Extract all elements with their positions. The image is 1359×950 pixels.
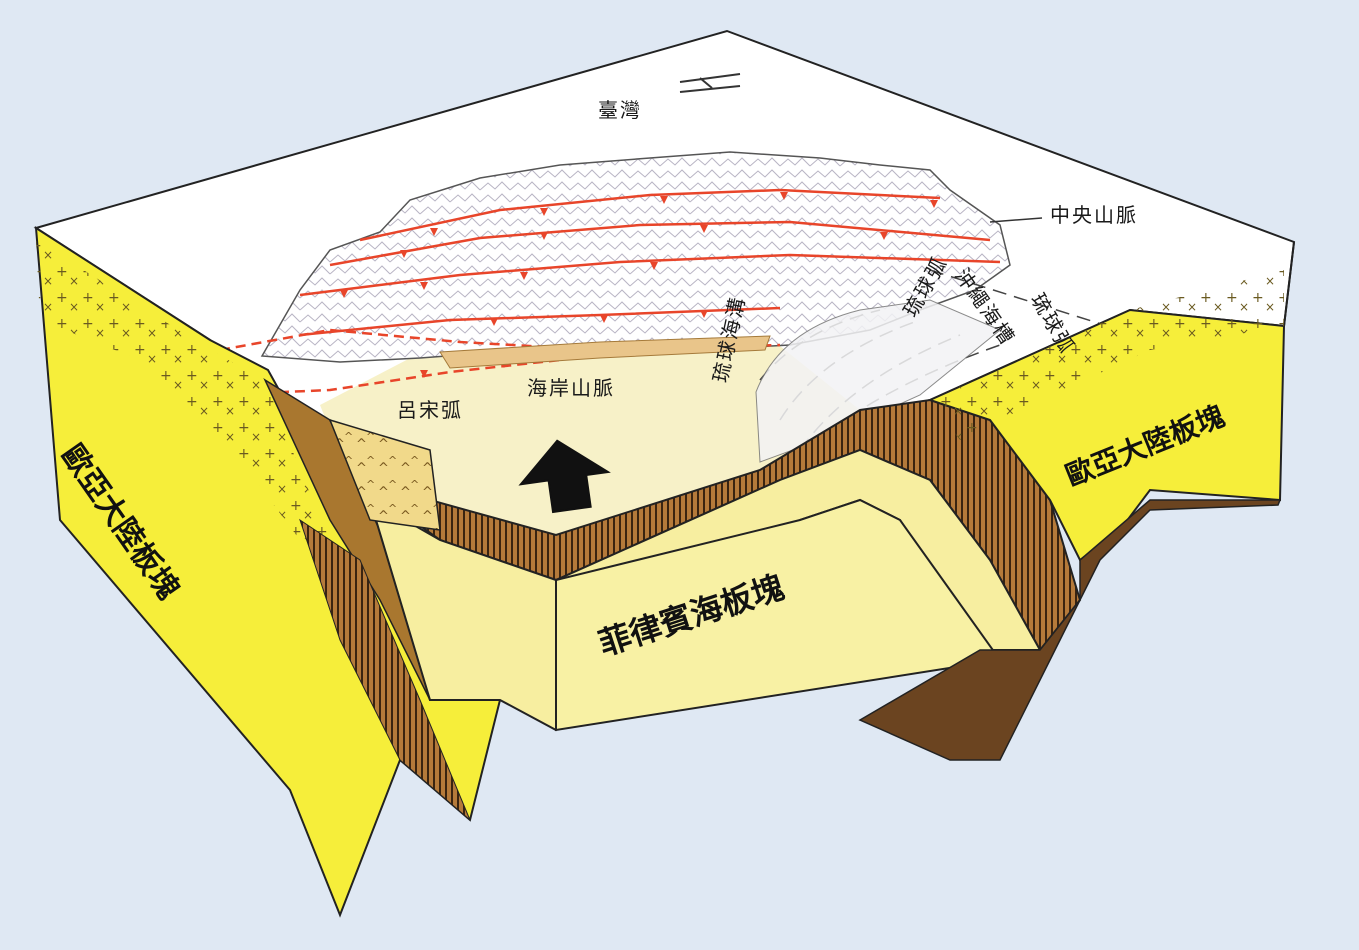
left-crust-hatched: [36, 240, 330, 540]
label-coastal-range: 海岸山脈: [527, 376, 615, 400]
central-range-leader: [989, 217, 1043, 223]
right-crust-hatched: [930, 270, 1284, 440]
volcanic-wedge: [328, 418, 441, 531]
right-lower-edge: [858, 499, 1282, 761]
philippine-plate-side: [555, 498, 1002, 732]
thick-up-arrow-icon: [518, 439, 611, 514]
ryukyu-arc-body: [755, 299, 1001, 463]
label-luzon-arc: 呂宋弧: [397, 398, 463, 422]
left-lower-hatch: [299, 518, 471, 821]
label-taiwan: 臺灣: [598, 98, 642, 122]
sea-floor-surface: [320, 330, 860, 535]
label-central-range: 中央山脈: [1050, 203, 1138, 227]
coastal-range: [439, 335, 771, 369]
north-arrow-icon: [679, 73, 741, 93]
